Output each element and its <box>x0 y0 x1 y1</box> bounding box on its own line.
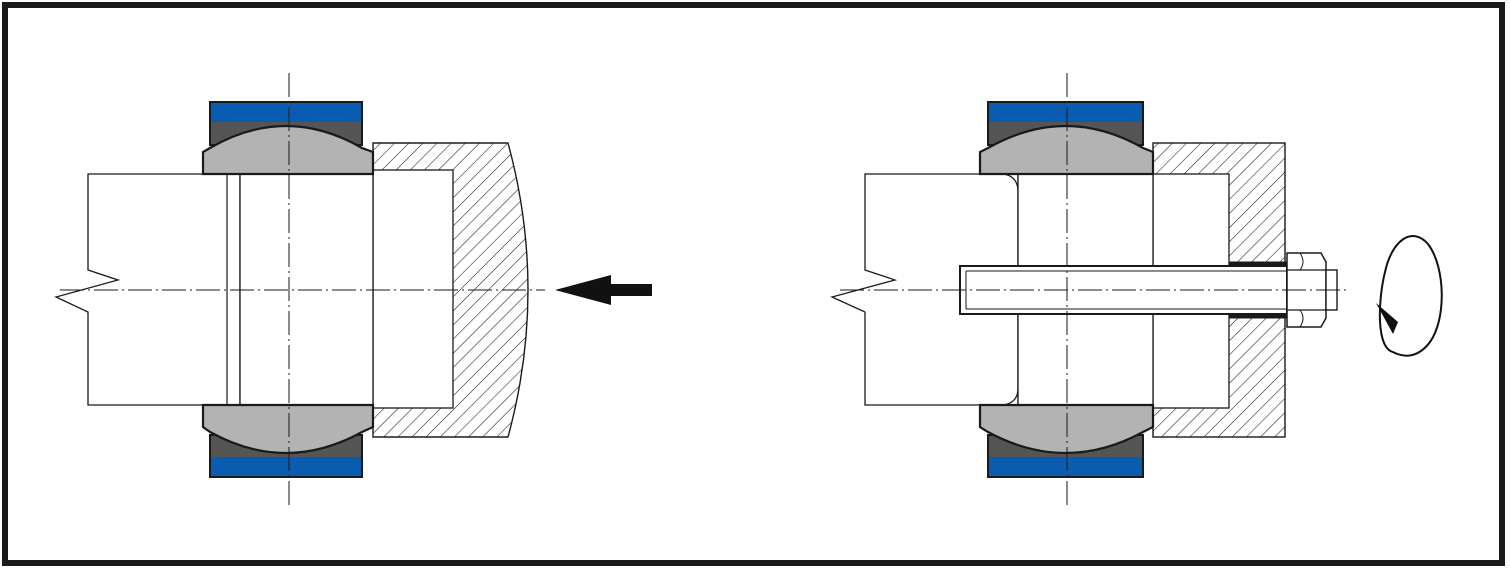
thread-fill-top <box>1229 262 1287 266</box>
sleeve-bore <box>372 169 454 409</box>
hex-nut <box>1286 252 1327 328</box>
bolt-pull-panel <box>830 73 1443 507</box>
rotation-arrow-icon <box>1378 235 1443 357</box>
outer-ring-top-blue-right <box>989 103 1142 122</box>
inner-ring-bottom <box>201 403 375 454</box>
press-fit-panel <box>54 73 652 507</box>
outer-ring-top-blue <box>211 103 361 122</box>
push-arrow-icon <box>555 275 652 305</box>
outer-ring-bottom-blue <box>211 457 361 476</box>
thread-fill-bottom <box>1229 314 1287 318</box>
outer-ring-bottom-blue-right <box>989 457 1142 476</box>
inner-ring-top <box>201 125 375 176</box>
nut-chamfer-top <box>1299 252 1304 271</box>
nut-chamfer-bottom <box>1299 309 1304 328</box>
rotation-arrowhead <box>1376 303 1398 334</box>
